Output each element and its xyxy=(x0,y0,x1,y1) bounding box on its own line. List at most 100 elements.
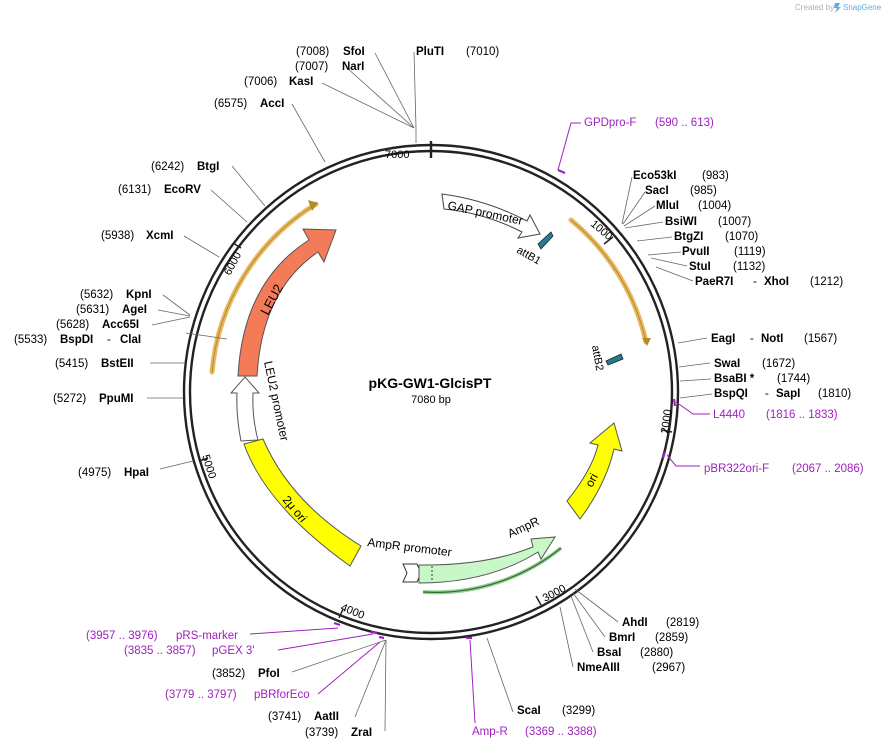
site-eco53ki-name: Eco53kI xyxy=(633,170,676,182)
tick-label-7000: 7000 xyxy=(385,149,409,161)
feature-gap-promoter xyxy=(441,193,541,239)
site-eagi-pos: (1567) xyxy=(804,333,837,345)
feature-2mu-ori xyxy=(243,438,362,567)
site-scai-name: ScaI xyxy=(517,705,541,717)
site-labels-left: (7008) SfoI (7007) NarI (7006) KasI (657… xyxy=(14,46,372,739)
site-sfoi-name: SfoI xyxy=(343,46,365,58)
plasmid-backbone xyxy=(182,141,680,641)
primer-ampr-name: Amp-R xyxy=(472,726,508,738)
primer-mark-prs xyxy=(333,621,341,627)
feature-leu2-promoter xyxy=(229,376,261,442)
site-acc65i-name: Acc65I xyxy=(102,319,139,331)
tick-1000 xyxy=(603,236,614,245)
site-bspqi-name: BspQI xyxy=(714,388,748,400)
tick-6000 xyxy=(232,242,242,249)
orf-highlights xyxy=(209,200,651,595)
plasmid-name: pKG-GW1-GlcisPT xyxy=(369,375,492,391)
feature-label-attb2: attB2 xyxy=(589,344,605,371)
site-ecorv-pos: (6131) xyxy=(118,184,151,196)
site-hpai-name: HpaI xyxy=(124,467,149,479)
site-kasi-pos: (7006) xyxy=(244,76,277,88)
site-ppumi-name: PpuMI xyxy=(99,393,134,405)
tick-3000 xyxy=(535,595,542,606)
primer-mark-pbrforeco xyxy=(378,635,385,640)
feature-ori xyxy=(566,422,623,520)
site-bsai-pos: (2880) xyxy=(640,647,673,659)
primer-pgex-name: pGEX 3' xyxy=(212,645,254,657)
site-pvuii-name: PvuII xyxy=(682,246,709,258)
site-kpni-name: KpnI xyxy=(126,289,152,301)
site-agei-pos: (5631) xyxy=(76,304,109,316)
plasmid-size: 7080 bp xyxy=(411,394,451,406)
feature-attb1 xyxy=(537,231,554,250)
tick-5000 xyxy=(198,457,209,462)
primer-pbrforeco-name: pBRforEco xyxy=(254,689,310,701)
primer-mark-pgex xyxy=(370,630,378,635)
site-kpni-pos: (5632) xyxy=(80,289,113,301)
site-sapi-name: SapI xyxy=(776,388,800,400)
site-sfoi-pos: (7008) xyxy=(296,46,329,58)
site-stui-pos: (1132) xyxy=(733,261,766,273)
site-mlui-pos: (1004) xyxy=(698,200,731,212)
feature-ampr xyxy=(418,536,556,584)
primer-prs-range: (3957 .. 3976) xyxy=(86,630,158,642)
site-ppumi-pos: (5272) xyxy=(53,393,86,405)
site-bsabi-name: BsaBI * xyxy=(714,373,755,385)
site-bsai-name: BsaI xyxy=(597,647,621,659)
site-bsabi-pos: (1744) xyxy=(777,373,810,385)
site-nari-name: NarI xyxy=(342,61,364,73)
primer-prs-name: pRS-marker xyxy=(176,630,238,642)
site-acc65i-pos: (5628) xyxy=(56,319,89,331)
site-bmri-pos: (2859) xyxy=(655,632,688,644)
site-bspqi-pos: (1810) xyxy=(818,388,851,400)
primer-marks xyxy=(333,168,677,640)
site-connectors xyxy=(147,51,713,732)
site-acci-pos: (6575) xyxy=(214,98,247,110)
primer-mark-pbr322ori xyxy=(661,451,667,459)
site-xcmi-name: XcmI xyxy=(146,230,174,242)
primer-ampr-range: (3369 .. 3388) xyxy=(525,726,597,738)
feature-label-attb1: attB1 xyxy=(515,244,543,267)
site-xcmi-pos: (5938) xyxy=(101,230,134,242)
site-nmeaiii-name: NmeAIII xyxy=(577,662,620,674)
tick-4000 xyxy=(338,608,344,619)
primer-pgex-range: (3835 .. 3857) xyxy=(124,645,196,657)
site-noti-name: NotI xyxy=(761,333,783,345)
site-btgzi-pos: (1070) xyxy=(725,231,758,243)
orf-leu2-arrowhead xyxy=(308,200,318,211)
tick-2000 xyxy=(661,429,673,433)
primer-mark-l4440 xyxy=(672,398,677,407)
site-zrai-name: ZraI xyxy=(351,727,372,739)
site-bsiwi-pos: (1007) xyxy=(718,216,751,228)
site-paer7i-pos: (1212) xyxy=(810,276,843,288)
site-saci-name: SacI xyxy=(645,185,669,197)
primer-connectors xyxy=(249,122,710,724)
orf-ampr-arc-line xyxy=(422,547,562,593)
site-swai-pos: (1672) xyxy=(762,358,795,370)
primer-labels: GPDpro-F (590 .. 613) L4440 (1816 .. 183… xyxy=(86,117,864,738)
primer-l4440-name: L4440 xyxy=(713,409,745,421)
site-aatii-pos: (3741) xyxy=(268,711,301,723)
site-btgzi-name: BtgZI xyxy=(674,231,703,243)
primer-gpdpro-name: GPDpro-F xyxy=(584,117,636,129)
site-nmeaiii-pos: (2967) xyxy=(652,662,685,674)
feature-label-ori: ori xyxy=(582,471,601,489)
site-kasi-name: KasI xyxy=(289,76,313,88)
feature-label-leu2-promoter: LEU2 promoter xyxy=(261,360,292,443)
feature-leu2 xyxy=(237,228,337,377)
orf-gene-arc-line xyxy=(570,219,647,343)
site-pfoi-pos: (3852) xyxy=(212,668,245,680)
site-btgi-name: BtgI xyxy=(197,161,219,173)
site-ahdi-pos: (2819) xyxy=(666,617,699,629)
site-bsteii-pos: (5415) xyxy=(55,358,88,370)
site-swai-name: SwaI xyxy=(714,358,740,370)
primer-pbr322ori-range: (2067 .. 2086) xyxy=(792,463,864,475)
site-pfoi-name: PfoI xyxy=(258,668,280,680)
primer-pbrforeco-range: (3779 .. 3797) xyxy=(165,689,237,701)
site-btgi-pos: (6242) xyxy=(151,161,184,173)
orf-gene-arrowhead xyxy=(642,338,651,346)
site-paer7i-dash: - xyxy=(753,276,757,288)
site-acci-name: AccI xyxy=(260,98,284,110)
